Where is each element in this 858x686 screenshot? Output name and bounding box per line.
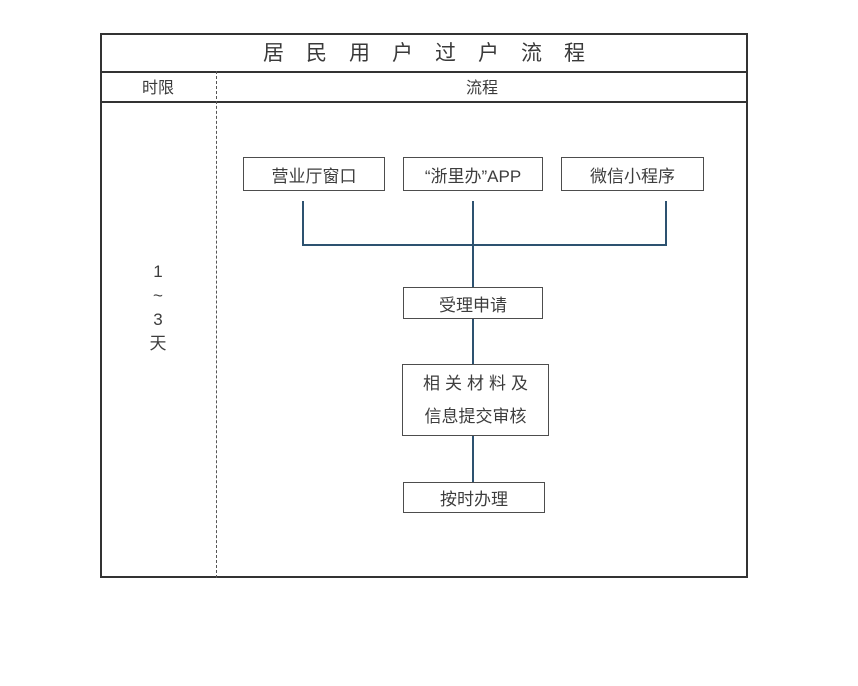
connector-materials-to-ontime xyxy=(472,436,474,482)
channel-box-zheliban-app: “浙里办”APP xyxy=(403,157,543,191)
connector-horizontal-merge-line xyxy=(302,244,667,246)
duration-line-day: 天 xyxy=(149,334,167,353)
duration-line-1: 1 xyxy=(153,262,163,281)
page-title: 居民用户过户流程 xyxy=(263,42,607,65)
channel-box-service-hall-label: 营业厅窗口 xyxy=(271,166,357,186)
step-box-materials-review-line2: 信息提交审核 xyxy=(424,407,527,426)
step-box-process-on-time: 按时办理 xyxy=(403,482,545,513)
column-header-process: 流程 xyxy=(465,80,498,97)
connector-stub-left xyxy=(302,201,304,245)
duration-line-3: 3 xyxy=(153,310,163,329)
step-box-accept-application-label: 受理申请 xyxy=(439,295,507,315)
step-box-materials-review-line1: 相关材料及 xyxy=(423,374,533,393)
step-box-process-on-time-label: 按时办理 xyxy=(440,490,508,509)
duration-line-tilde: ~ xyxy=(153,286,163,305)
column-header-time-limit: 时限 xyxy=(141,80,174,97)
connector-accept-to-materials xyxy=(472,319,474,365)
step-box-accept-application: 受理申请 xyxy=(403,287,543,319)
header-divider-line xyxy=(100,101,748,103)
channel-box-zheliban-app-label: “浙里办”APP xyxy=(424,166,522,186)
column-dashed-divider xyxy=(216,71,217,578)
title-divider-line xyxy=(100,71,748,73)
channel-box-wechat-miniprogram-label: 微信小程序 xyxy=(590,166,675,186)
connector-stub-right xyxy=(665,201,667,245)
channel-box-wechat-miniprogram: 微信小程序 xyxy=(561,157,704,191)
duration-cell: 1 ~ 3 天 xyxy=(100,260,216,356)
channel-box-service-hall: 营业厅窗口 xyxy=(243,157,385,191)
step-box-materials-review: 相关材料及 信息提交审核 xyxy=(402,364,549,436)
